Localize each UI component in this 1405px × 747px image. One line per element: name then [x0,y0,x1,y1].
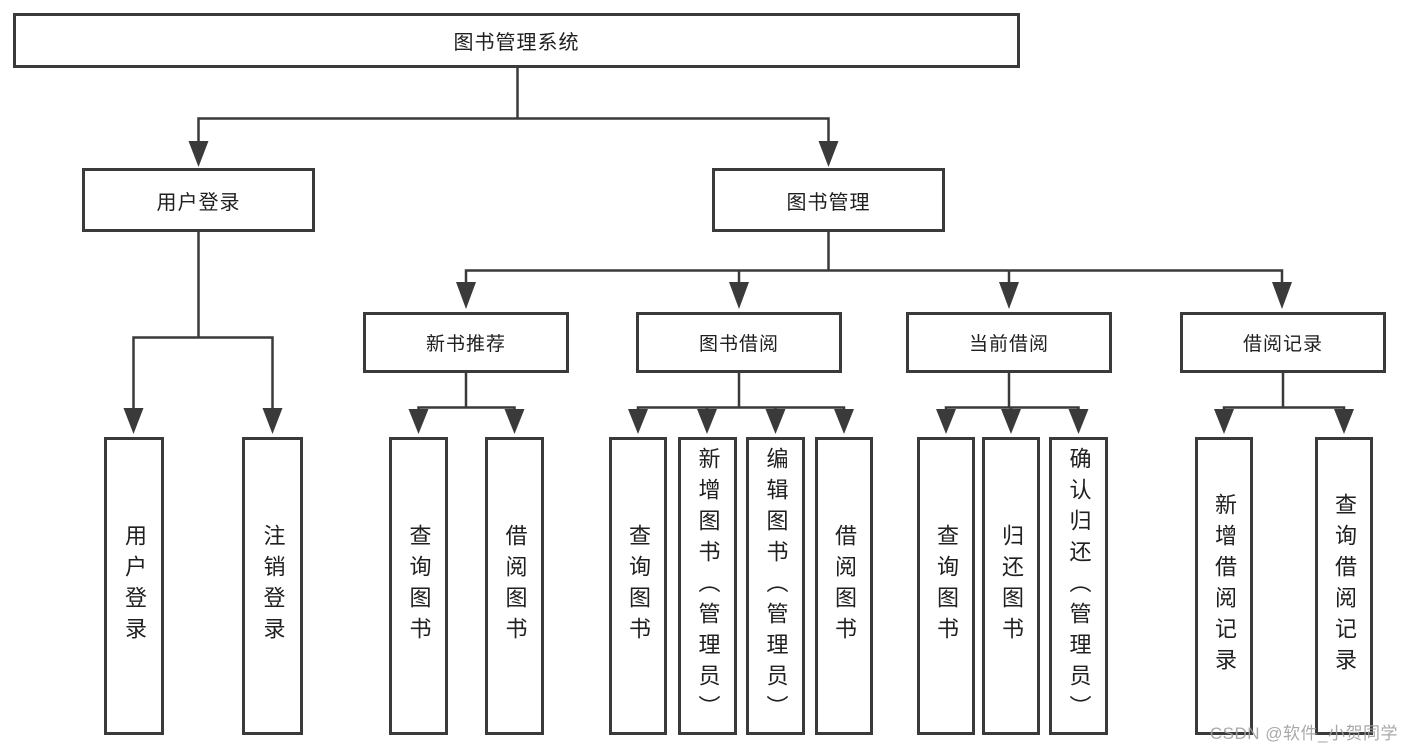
leaf-add-book-admin: 新增图书（管理员） [678,437,737,735]
leaf-query-books-current: 查询图书 [917,437,975,735]
leaf-label: 新增图书（管理员） [695,446,721,726]
node-label: 用户登录 [156,191,241,214]
csdn-watermark: CSDN @软件_小贺同学 [1209,724,1398,743]
leaf-label: 编辑图书（管理员） [763,446,789,726]
leaf-label: 归还图书 [999,524,1024,648]
leaf-label: 查询借阅记录 [1332,493,1357,679]
leaf-label: 注销登录 [260,524,286,648]
node-label: 图书管理 [786,191,871,214]
node-current-borrow: 当前借阅 [906,312,1112,373]
leaf-label: 确认归还（管理员） [1066,446,1092,726]
leaf-logout: 注销登录 [242,437,303,735]
leaf-query-books-recommend: 查询图书 [389,437,448,735]
leaf-query-borrow-record: 查询借阅记录 [1315,437,1373,735]
node-user-login: 用户登录 [82,168,315,232]
node-new-book-recommend: 新书推荐 [363,312,569,373]
node-label: 当前借阅 [968,334,1049,355]
leaf-label: 用户登录 [122,524,147,648]
leaf-label: 新增借阅记录 [1212,493,1237,679]
leaf-label: 查询图书 [626,524,651,648]
leaf-label: 借阅图书 [832,524,857,648]
leaf-query-books-borrow: 查询图书 [609,437,667,735]
node-library-system: 图书管理系统 [13,13,1020,68]
leaf-user-login: 用户登录 [104,437,164,735]
node-book-management: 图书管理 [712,168,945,232]
leaf-label: 查询图书 [934,524,959,648]
node-label: 图书管理系统 [453,32,580,54]
leaf-return-book: 归还图书 [982,437,1040,735]
leaf-borrow-books-recommend: 借阅图书 [485,437,544,735]
leaf-add-borrow-record: 新增借阅记录 [1195,437,1253,735]
leaf-confirm-return-admin: 确认归还（管理员） [1049,437,1108,735]
node-label: 图书借阅 [698,334,779,355]
leaf-borrow-books: 借阅图书 [815,437,873,735]
node-label: 借阅记录 [1242,334,1323,355]
leaf-label: 查询图书 [406,524,432,648]
leaf-label: 借阅图书 [502,524,528,648]
node-book-borrow: 图书借阅 [636,312,842,373]
node-label: 新书推荐 [425,334,506,355]
node-borrow-records: 借阅记录 [1180,312,1386,373]
leaf-edit-book-admin: 编辑图书（管理员） [746,437,805,735]
